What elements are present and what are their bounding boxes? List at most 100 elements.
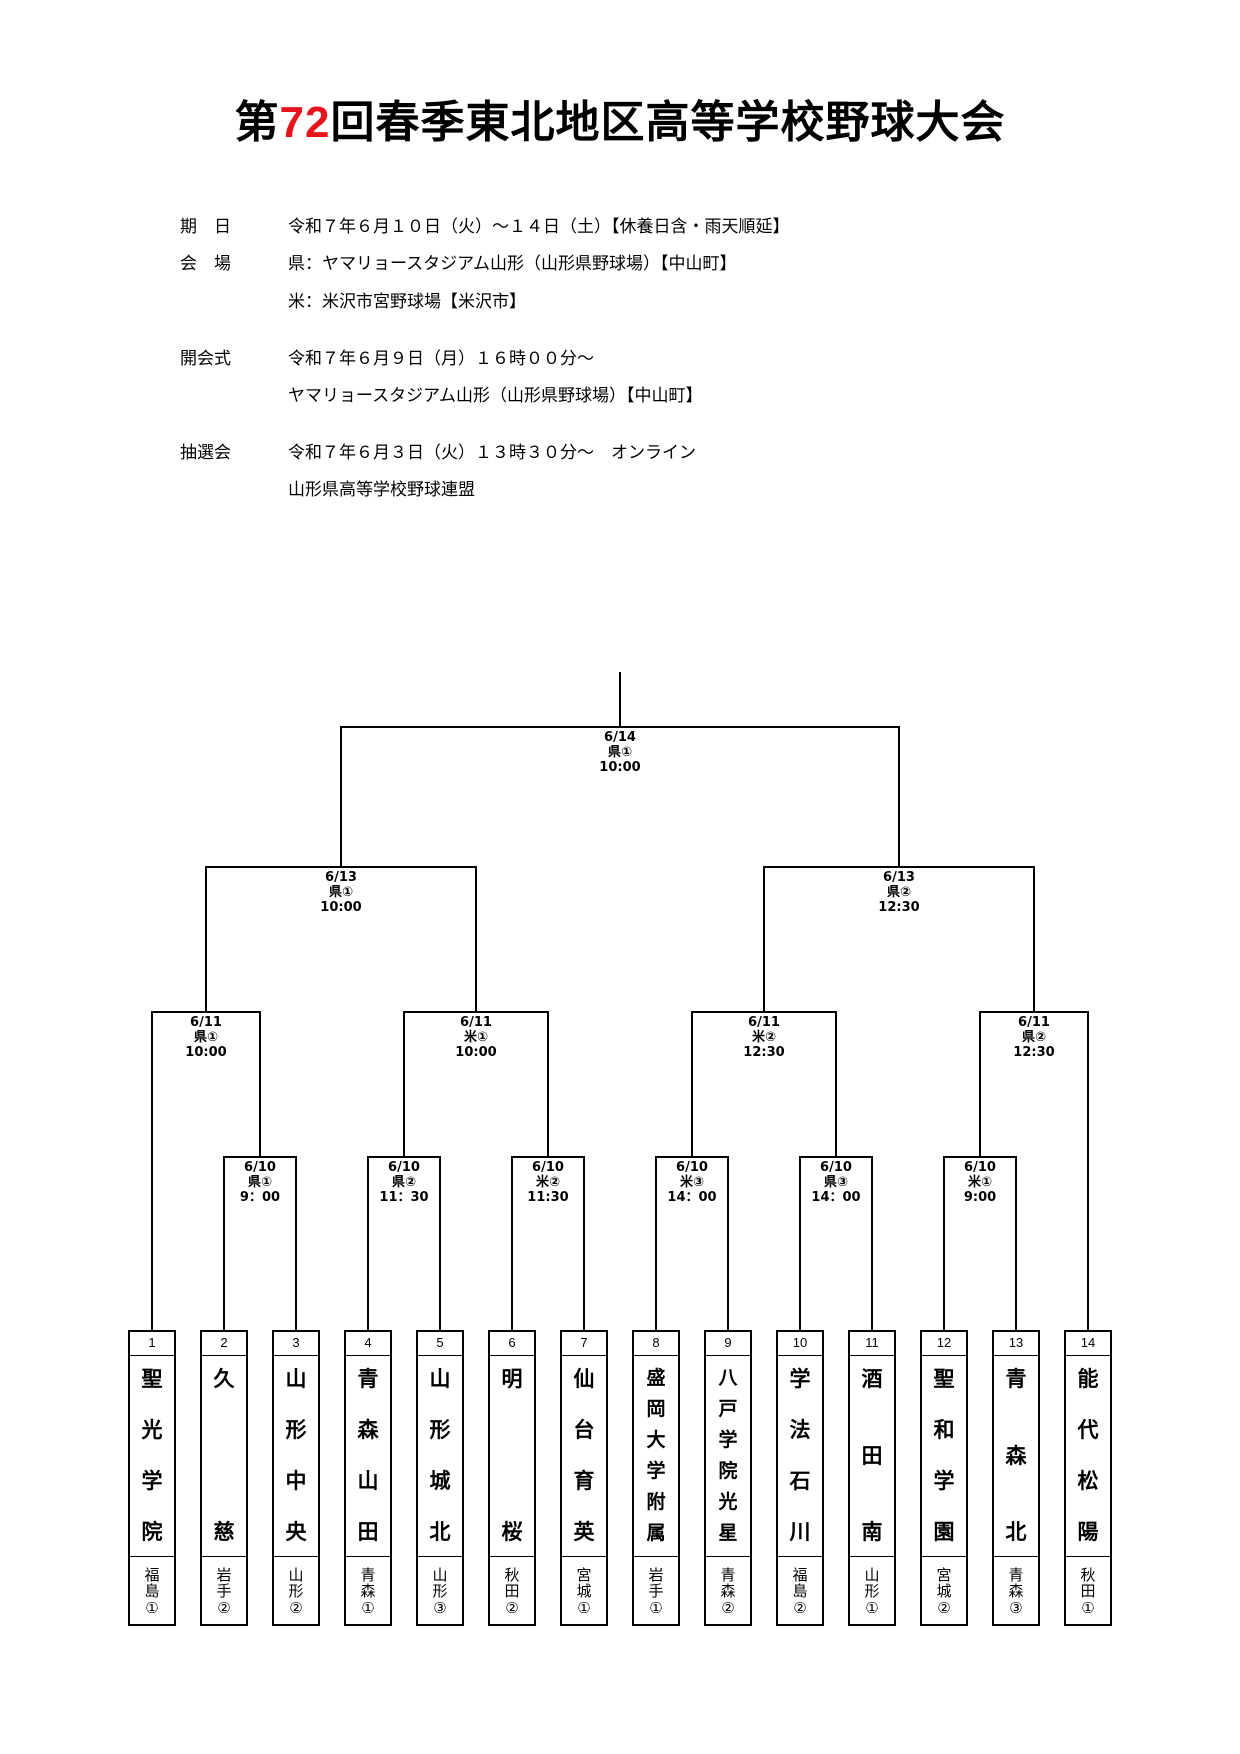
info-draw-line-1: 令和７年６月３日（火）１３時３０分～ オンライン	[288, 443, 696, 463]
team-name-char: 田	[357, 1520, 379, 1544]
match-venue: 県③	[824, 1175, 848, 1190]
team-name: 青森山田	[346, 1356, 390, 1556]
team-prefecture-char: 森	[720, 1582, 736, 1601]
team-name-char: 陽	[1077, 1520, 1099, 1544]
team-name-char: 中	[285, 1469, 307, 1493]
match-date: 6/11	[190, 1015, 222, 1030]
team-number: 13	[994, 1332, 1038, 1356]
match-date: 6/14	[604, 730, 636, 745]
team-number: 4	[346, 1332, 390, 1356]
team-prefecture-char: 島	[792, 1582, 808, 1601]
team-name: 聖光学院	[130, 1356, 174, 1556]
match-time: 14：00	[667, 1190, 716, 1205]
page-title: 第72回春季東北地区高等学校野球大会	[0, 86, 1240, 150]
team-name-char: 聖	[141, 1367, 163, 1391]
team-name-char: 北	[1005, 1520, 1027, 1544]
team-name-char: 台	[573, 1418, 595, 1442]
match-venue: 米②	[536, 1174, 560, 1190]
team-prefecture-char: 手	[648, 1582, 664, 1601]
team-number: 7	[562, 1332, 606, 1356]
team-name-char: 青	[1005, 1367, 1027, 1391]
team-name-char: 山	[429, 1367, 451, 1391]
team-name-char: 青	[357, 1367, 379, 1391]
match-venue: 米①	[464, 1029, 488, 1045]
team-name-char: 田	[861, 1443, 883, 1468]
title-number: 72	[279, 98, 331, 147]
match-date: 6/11	[1018, 1015, 1050, 1030]
team-seed: ③	[433, 1598, 447, 1617]
match-time: 10:00	[455, 1045, 496, 1060]
match-venue: 県②	[1022, 1030, 1046, 1045]
info-dates-line-1: 令和７年６月１０日（火）～１４日（土）【休養日含・雨天順延】	[288, 217, 790, 237]
info-label-dates: 期 日	[180, 217, 231, 237]
team-seed: ②	[505, 1598, 519, 1617]
team-name-char: 英	[573, 1520, 595, 1544]
match-date: 6/10	[532, 1160, 564, 1175]
team-seed: ②	[217, 1598, 231, 1617]
team-seed: ②	[793, 1598, 807, 1617]
team-name: 山形城北	[418, 1356, 462, 1556]
team-number: 2	[202, 1332, 246, 1356]
team-seed: ①	[865, 1598, 879, 1617]
team-name-char: 形	[285, 1418, 307, 1442]
team-prefecture-char: 田	[1080, 1582, 1096, 1601]
team-seed: ③	[1009, 1598, 1023, 1617]
team-name-char: 森	[357, 1418, 379, 1442]
match-venue: 県②	[392, 1175, 416, 1190]
team-name-char: 聖	[933, 1367, 955, 1391]
team-prefecture-char: 岩	[648, 1565, 664, 1584]
match-date: 6/10	[244, 1160, 276, 1175]
team-name: 八戸学院光星	[706, 1356, 750, 1556]
team-name-char: 属	[646, 1522, 666, 1544]
team-name-char: 形	[429, 1418, 451, 1442]
team-seed: ①	[649, 1598, 663, 1617]
team-number: 9	[706, 1332, 750, 1356]
team-prefecture-char: 福	[144, 1565, 160, 1584]
title-suffix: 回春季東北地区高等学校野球大会	[330, 97, 1006, 148]
team-name: 仙台育英	[562, 1356, 606, 1556]
team-prefecture-char: 城	[936, 1582, 952, 1601]
team-prefecture-char: 岩	[216, 1565, 232, 1584]
team-prefecture-char: 手	[216, 1582, 232, 1601]
match-date: 6/11	[460, 1015, 492, 1030]
match-time: 9:00	[964, 1190, 996, 1205]
team-name-char: 大	[646, 1429, 666, 1451]
info-venue-line-2: 米：米沢市宮野球場【米沢市】	[288, 292, 526, 312]
team-name-char: 戸	[718, 1398, 738, 1420]
team-seed: ②	[721, 1598, 735, 1617]
team-seed: ②	[289, 1598, 303, 1617]
team-name: 学法石川	[778, 1356, 822, 1556]
team-name-char: 八	[718, 1367, 738, 1389]
info-label-opening: 開会式	[180, 349, 231, 369]
team-name-char: 酒	[861, 1367, 883, 1391]
team-prefecture-char: 森	[1008, 1582, 1024, 1601]
team-name-char: 森	[1005, 1443, 1027, 1468]
match-time: 14：00	[811, 1190, 860, 1205]
team-name-char: 能	[1077, 1367, 1099, 1391]
team-name-char: 川	[789, 1520, 811, 1544]
team-prefecture-char: 島	[144, 1582, 160, 1601]
team-name-char: 園	[933, 1520, 955, 1544]
team-seed: ①	[361, 1598, 375, 1617]
team-name-char: 央	[285, 1520, 307, 1544]
team-name: 盛岡大学附属	[634, 1356, 678, 1556]
team-seed: ①	[145, 1598, 159, 1617]
